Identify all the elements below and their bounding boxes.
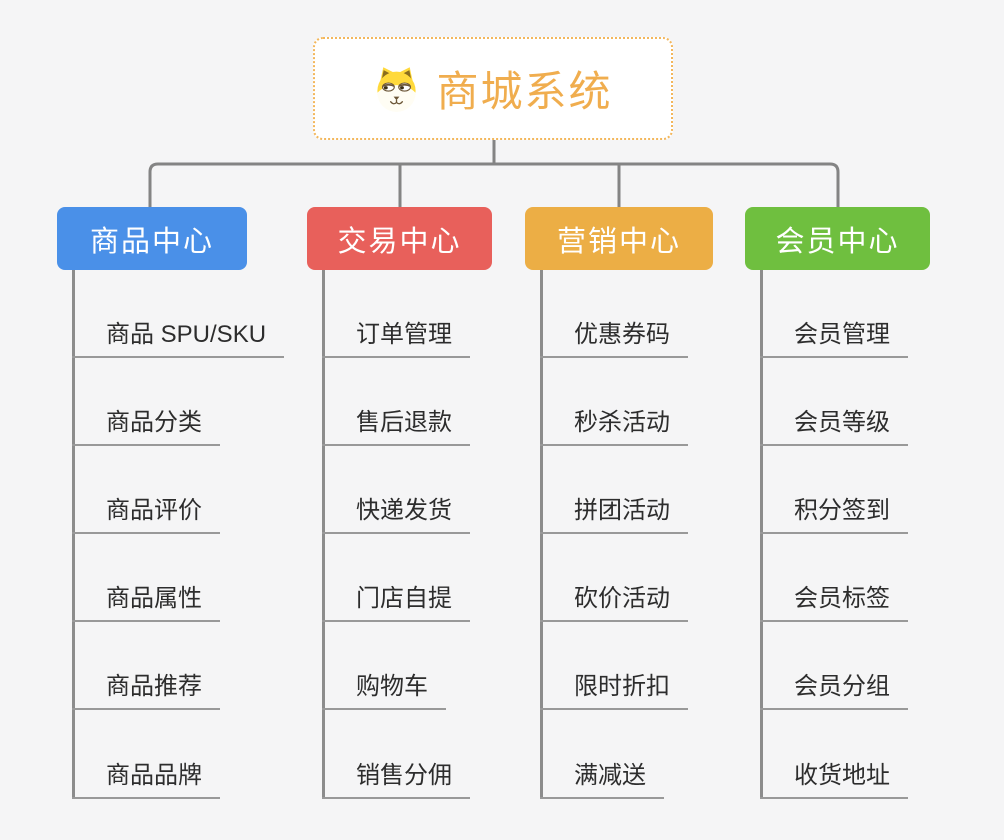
- branch-items: 订单管理 售后退款 快递发货 门店自提 购物车 销售分佣: [322, 270, 470, 799]
- leaf-node-label: 收货地址: [760, 755, 908, 799]
- leaf-node[interactable]: 限时折扣: [540, 622, 688, 711]
- branch-items: 优惠券码 秒杀活动 拼团活动 砍价活动 限时折扣 满减送: [540, 270, 688, 799]
- leaf-node[interactable]: 积分签到: [760, 446, 908, 535]
- branch-header-label: 交易中心: [337, 225, 462, 258]
- branch-header-label: 会员中心: [775, 225, 900, 258]
- leaf-node-label: 商品品牌: [72, 755, 220, 799]
- leaf-node-label: 会员管理: [760, 314, 908, 359]
- leaf-node[interactable]: 会员等级: [760, 358, 908, 447]
- branch-header-label: 营销中心: [556, 225, 681, 258]
- branch-header-1[interactable]: 交易中心: [307, 207, 492, 270]
- leaf-node[interactable]: 快递发货: [322, 446, 470, 535]
- branch-connector-line: [72, 270, 75, 799]
- root-topic-label: 商城系统: [436, 68, 613, 115]
- branch-items: 商品 SPU/SKU 商品分类 商品评价 商品属性 商品推荐 商品品牌: [72, 270, 285, 799]
- leaf-node-label: 秒杀活动: [540, 402, 688, 447]
- leaf-node[interactable]: 售后退款: [322, 358, 470, 447]
- leaf-node[interactable]: 商品评价: [72, 446, 284, 535]
- leaf-node[interactable]: 砍价活动: [540, 534, 688, 623]
- leaf-node[interactable]: 拼团活动: [540, 446, 688, 535]
- leaf-node-label: 商品评价: [72, 490, 220, 535]
- branch-header-label: 商品中心: [89, 225, 214, 258]
- leaf-node-label: 订单管理: [322, 314, 470, 359]
- branch-connector-line: [760, 270, 763, 799]
- leaf-node-label: 商品推荐: [72, 666, 220, 711]
- leaf-node[interactable]: 商品 SPU/SKU: [72, 270, 285, 359]
- leaf-node[interactable]: 优惠券码: [540, 270, 688, 359]
- leaf-node-label: 商品 SPU/SKU: [72, 314, 285, 359]
- dog-face-icon: [377, 67, 417, 112]
- leaf-node[interactable]: 满减送: [540, 710, 688, 799]
- branch-connector-line: [322, 270, 325, 799]
- leaf-node[interactable]: 商品品牌: [72, 710, 284, 799]
- branch-header-3[interactable]: 会员中心: [745, 207, 930, 270]
- leaf-node[interactable]: 订单管理: [322, 270, 470, 359]
- leaf-node-label: 销售分佣: [322, 755, 470, 799]
- leaf-node-label: 快递发货: [322, 490, 470, 535]
- leaf-node-label: 优惠券码: [540, 314, 688, 359]
- leaf-node-label: 限时折扣: [540, 666, 688, 711]
- leaf-node[interactable]: 购物车: [322, 622, 470, 711]
- leaf-node[interactable]: 商品分类: [72, 358, 284, 447]
- branch-header-0[interactable]: 商品中心: [57, 207, 247, 270]
- branch-connector-line: [540, 270, 543, 799]
- leaf-node[interactable]: 会员管理: [760, 270, 908, 359]
- leaf-node-label: 会员等级: [760, 402, 908, 447]
- leaf-node[interactable]: 秒杀活动: [540, 358, 688, 447]
- branch-node: 交易中心 订单管理 售后退款 快递发货 门店自提 购物车 销售分佣: [307, 207, 567, 827]
- branch-node: 商品中心 商品 SPU/SKU 商品分类 商品评价 商品属性 商品推荐 商品品牌: [57, 207, 317, 827]
- leaf-node[interactable]: 门店自提: [322, 534, 470, 623]
- leaf-node[interactable]: 会员分组: [760, 622, 908, 711]
- leaf-node-label: 会员分组: [760, 666, 908, 711]
- leaf-node-label: 商品分类: [72, 402, 220, 447]
- leaf-node-label: 商品属性: [72, 578, 220, 623]
- leaf-node[interactable]: 商品属性: [72, 534, 284, 623]
- leaf-node-label: 满减送: [540, 755, 664, 799]
- leaf-node[interactable]: 商品推荐: [72, 622, 284, 711]
- leaf-node-label: 拼团活动: [540, 490, 688, 535]
- leaf-node-label: 砍价活动: [540, 578, 688, 623]
- leaf-node-label: 门店自提: [322, 578, 470, 623]
- leaf-node-label: 积分签到: [760, 490, 908, 535]
- branch-node: 营销中心 优惠券码 秒杀活动 拼团活动 砍价活动 限时折扣 满减送: [525, 207, 785, 827]
- leaf-node[interactable]: 销售分佣: [322, 710, 470, 799]
- leaf-node[interactable]: 收货地址: [760, 710, 908, 799]
- branch-items: 会员管理 会员等级 积分签到 会员标签 会员分组 收货地址: [760, 270, 908, 799]
- leaf-node-label: 购物车: [322, 666, 446, 711]
- branch-node: 会员中心 会员管理 会员等级 积分签到 会员标签 会员分组 收货地址: [745, 207, 1004, 827]
- branch-header-2[interactable]: 营销中心: [525, 207, 713, 270]
- leaf-node-label: 售后退款: [322, 402, 470, 447]
- leaf-node[interactable]: 会员标签: [760, 534, 908, 623]
- root-topic[interactable]: 商城系统: [313, 37, 673, 140]
- leaf-node-label: 会员标签: [760, 578, 908, 623]
